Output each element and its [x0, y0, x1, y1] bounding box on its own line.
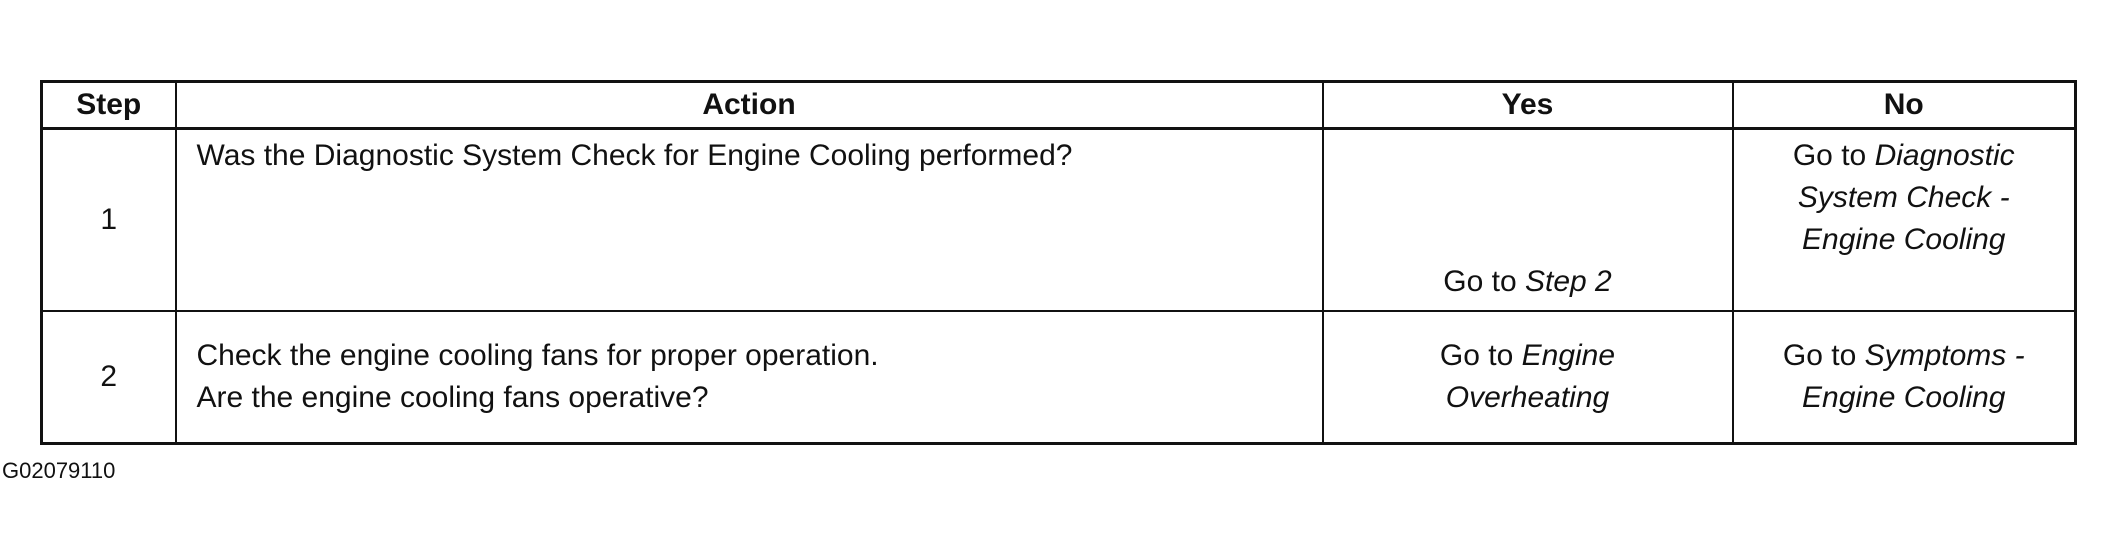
- action-text: Check the engine cooling fans for proper…: [196, 339, 879, 372]
- action-text: Was the Diagnostic System Check for Engi…: [196, 139, 1073, 172]
- no-cell: Go to Symptoms - Engine Cooling: [1731, 310, 2077, 445]
- no-ref-line2[interactable]: Engine Cooling: [1802, 381, 2006, 414]
- action-question: Are the engine cooling fans operative?: [196, 381, 709, 414]
- yes-prefix: Go to: [1439, 339, 1514, 372]
- diagnostic-table: Step Action Yes No 1 Was the Diagnostic …: [40, 80, 2077, 445]
- yes-ref-line2[interactable]: Overheating: [1445, 381, 1610, 414]
- header-action: Action: [174, 80, 1324, 130]
- no-cell: Go to Diagnostic System Check - Engine C…: [1731, 127, 2077, 312]
- step-number: 1: [40, 127, 177, 312]
- yes-cell: Go to Engine Overheating: [1321, 310, 1734, 445]
- no-ref-line2[interactable]: System Check -: [1797, 181, 2010, 214]
- no-prefix: Go to: [1782, 339, 1857, 372]
- no-ref-line3[interactable]: Engine Cooling: [1802, 223, 2006, 256]
- table-row: 1 Was the Diagnostic System Check for En…: [40, 127, 2077, 312]
- yes-cell: Go to Step 2: [1321, 127, 1734, 312]
- no-ref-line1[interactable]: Symptoms -: [1864, 339, 2025, 372]
- yes-ref-line1[interactable]: Engine: [1521, 339, 1616, 372]
- no-prefix: Go to: [1792, 139, 1867, 172]
- header-step: Step: [40, 80, 177, 130]
- header-row: Step Action Yes No: [40, 80, 2077, 130]
- header-no: No: [1731, 80, 2077, 130]
- no-ref-line1[interactable]: Diagnostic: [1874, 139, 2015, 172]
- yes-step-link[interactable]: Step 2: [1524, 265, 1612, 298]
- yes-prefix: Go to: [1443, 265, 1517, 298]
- action-cell: Was the Diagnostic System Check for Engi…: [174, 127, 1324, 312]
- header-yes: Yes: [1321, 80, 1734, 130]
- step-number: 2: [40, 310, 177, 445]
- figure-id: G02079110: [2, 458, 116, 483]
- action-cell: Check the engine cooling fans for proper…: [174, 310, 1324, 445]
- table-row: 2 Check the engine cooling fans for prop…: [40, 310, 2077, 445]
